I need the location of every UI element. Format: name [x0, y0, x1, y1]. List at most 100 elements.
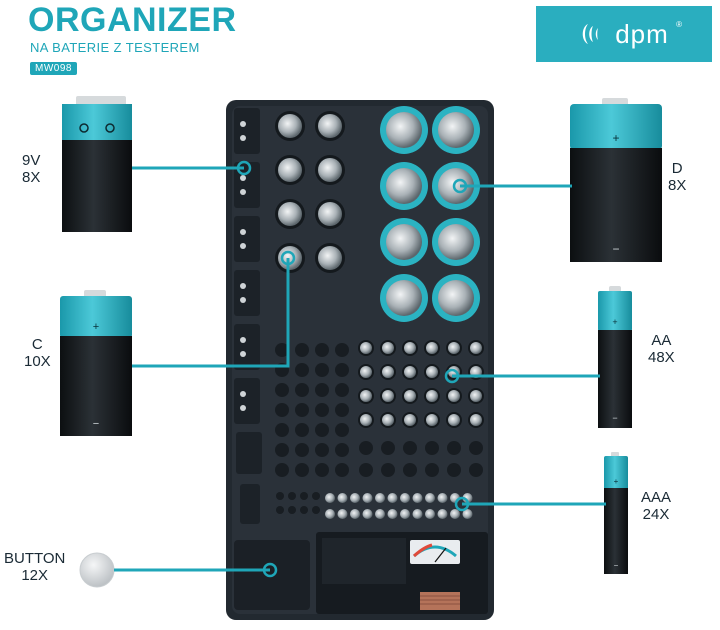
- cell-d: [386, 112, 422, 148]
- cell-aa: [470, 342, 482, 354]
- slot-empty: [335, 383, 349, 397]
- slot-empty: [447, 441, 461, 455]
- battery-tester: [316, 532, 488, 614]
- cell-aaa: [462, 493, 473, 503]
- slot-empty: [425, 463, 439, 477]
- label-d-type: D: [671, 160, 683, 177]
- cell-aaa: [450, 509, 460, 519]
- slot-empty: [315, 383, 329, 397]
- page-title: ORGANIZER: [28, 1, 237, 39]
- cell-9v-terminal: [240, 189, 246, 195]
- cell-aaa: [412, 509, 423, 519]
- cell-aaa: [412, 493, 423, 503]
- cell-c: [278, 202, 302, 226]
- battery-aa: + −: [598, 286, 632, 428]
- label-c-count: 10X: [24, 353, 51, 370]
- cell-aa: [426, 342, 438, 354]
- battery-9v: [62, 96, 132, 232]
- slot-empty: [295, 403, 309, 417]
- model-badge: MW098: [30, 62, 77, 75]
- cell-aa: [404, 414, 416, 426]
- slot-empty: [359, 463, 373, 477]
- battery-aaa: + −: [604, 452, 628, 574]
- label-c: C 10X: [24, 336, 51, 370]
- slot-button: [276, 506, 284, 514]
- slot-empty: [295, 343, 309, 357]
- slot-9v: [234, 216, 260, 262]
- slot-empty: [469, 463, 483, 477]
- cell-aa: [360, 366, 372, 378]
- cell-d: [386, 168, 422, 204]
- slot-empty: [335, 343, 349, 357]
- cell-9v-terminal: [240, 175, 246, 181]
- slot-empty: [315, 343, 329, 357]
- c-plus-sign: +: [93, 321, 99, 333]
- cell-9v-terminal: [240, 121, 246, 127]
- slot-empty: [335, 363, 349, 377]
- label-aaa: AAA 24X: [641, 489, 671, 523]
- label-button-type: BUTTON: [4, 550, 66, 567]
- slot-empty: [381, 463, 395, 477]
- slot-empty: [335, 443, 349, 457]
- callout-markers: [236, 160, 470, 578]
- slot-empty: [275, 383, 289, 397]
- cell-aa: [426, 414, 438, 426]
- slot-empty: [275, 403, 289, 417]
- label-9v-type: 9V: [22, 152, 41, 169]
- cell-aa: [382, 342, 394, 354]
- cell-aaa: [400, 509, 410, 519]
- cell-9v-terminal: [240, 243, 246, 249]
- slot-empty: [315, 403, 329, 417]
- slot-9v: [234, 270, 260, 316]
- cell-aaa: [350, 493, 360, 503]
- cell-aaa: [425, 509, 435, 519]
- slot-empty: [275, 443, 289, 457]
- slot-spare: [236, 432, 262, 474]
- cell-9v-terminal: [240, 351, 246, 357]
- slot-button: [312, 506, 320, 514]
- cell-9v-terminal: [240, 391, 246, 397]
- case-slots: [234, 106, 484, 524]
- page-subtitle: NA BATERIE Z TESTEREM: [30, 40, 200, 55]
- label-c-type: C: [31, 336, 43, 353]
- label-9v-count: 8X: [22, 169, 41, 186]
- cell-d: [438, 280, 474, 316]
- cell-9v-terminal: [240, 337, 246, 343]
- slot-empty: [295, 363, 309, 377]
- slot-empty: [315, 423, 329, 437]
- label-aa-count: 48X: [648, 349, 675, 366]
- slot-empty: [295, 463, 309, 477]
- cell-aa: [360, 342, 372, 354]
- label-aaa-count: 24X: [642, 506, 670, 523]
- cell-aaa: [425, 493, 435, 503]
- cell-aaa: [387, 493, 398, 503]
- label-9v: 9V 8X: [22, 152, 40, 186]
- cell-aa: [360, 390, 372, 402]
- label-d-count: 8X: [668, 177, 687, 194]
- slot-button: [300, 492, 308, 500]
- cell-aa: [404, 342, 416, 354]
- brand-name: dpm: [615, 18, 669, 49]
- slot-button: [288, 492, 296, 500]
- battery-c: + −: [60, 290, 132, 436]
- slot-empty: [381, 441, 395, 455]
- label-aa-type: AA: [651, 332, 672, 349]
- slot-button: [288, 506, 296, 514]
- cell-aaa: [375, 509, 385, 519]
- cell-aa: [382, 390, 394, 402]
- cell-c: [278, 158, 302, 182]
- slot-button: [276, 492, 284, 500]
- cell-aaa: [325, 509, 335, 519]
- cell-aa: [470, 390, 482, 402]
- c-minus-sign: −: [93, 418, 99, 430]
- cell-aa: [426, 390, 438, 402]
- label-aaa-type: AAA: [641, 489, 672, 506]
- organizer-case: [226, 100, 494, 620]
- cell-d: [386, 224, 422, 260]
- aa-plus-sign: +: [612, 317, 617, 327]
- cell-aa: [448, 342, 460, 354]
- slot-empty: [403, 441, 417, 455]
- cell-aaa: [387, 509, 398, 519]
- slot-9v: [234, 378, 260, 424]
- slot-empty: [295, 383, 309, 397]
